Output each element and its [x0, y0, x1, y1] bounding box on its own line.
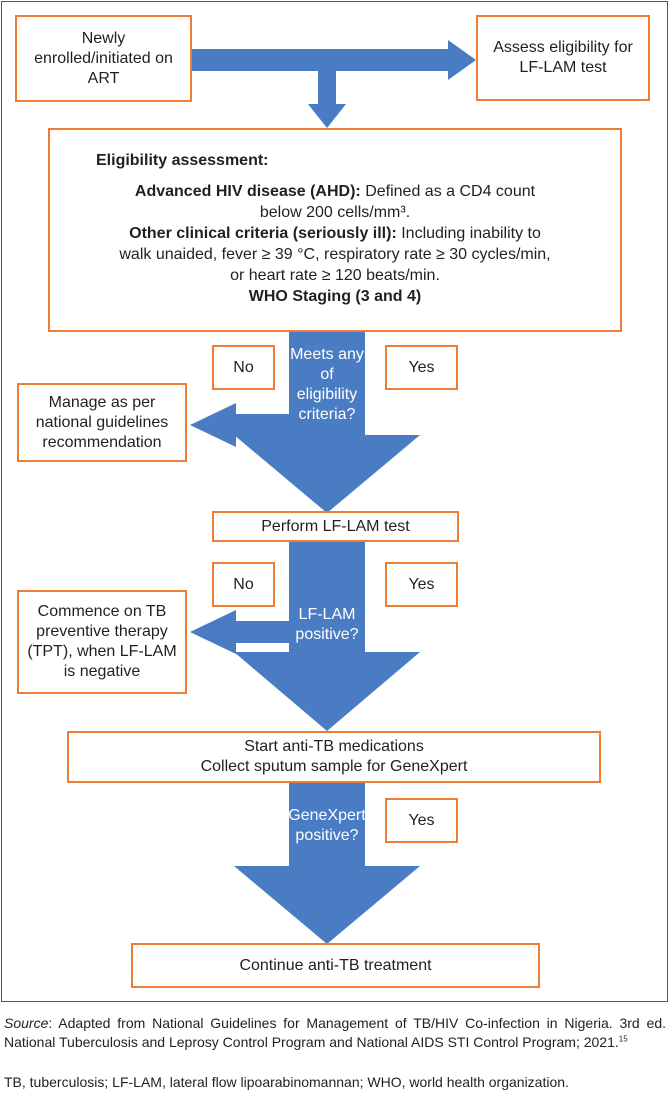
- ahd-text-1: Defined as a CD4 count: [360, 183, 536, 200]
- who-staging: WHO Staging (3 and 4): [248, 288, 422, 305]
- figure-frame: [1, 1, 668, 1002]
- arrow-to-tpt: [190, 610, 289, 654]
- yes-label-1: Yes: [385, 345, 458, 390]
- assess-eligibility-box: Assess eligibility for LF-LAM test: [476, 15, 650, 101]
- ahd-label: Advanced HIV disease (AHD):: [134, 183, 361, 200]
- arrow-to-manage: [190, 403, 289, 447]
- assess-eligibility-text: Assess eligibility for LF-LAM test: [493, 39, 633, 76]
- perform-lflam-box: Perform LF-LAM test: [212, 511, 459, 542]
- start-anti-tb-line-1: Start anti-TB medications: [244, 738, 424, 755]
- eligibility-assessment-box: Eligibility assessment: Advanced HIV dis…: [48, 128, 622, 332]
- perform-lflam-text: Perform LF-LAM test: [261, 517, 410, 535]
- no-label-2: No: [212, 562, 275, 607]
- decision-genexpert-positive: GeneXpert positive?: [288, 807, 366, 844]
- start-anti-tb-box: Start anti-TB medications Collect sputum…: [67, 731, 601, 783]
- decision-meets-criteria: Meets any of eligibility criteria?: [290, 346, 364, 423]
- other-criteria-label: Other clinical criteria (seriously ill):: [129, 225, 397, 242]
- continue-treatment-text: Continue anti-TB treatment: [239, 956, 432, 974]
- other-criteria-text-3: or heart rate ≥ 120 beats/min.: [230, 267, 440, 284]
- commence-tpt-box: Commence on TB preventive therapy (TPT),…: [17, 590, 187, 694]
- yes-label-3: Yes: [385, 798, 458, 843]
- other-criteria-text-1: Including inability to: [396, 225, 541, 242]
- commence-tpt-text: Commence on TB preventive therapy (TPT),…: [27, 603, 177, 680]
- source-note: Source: Adapted from National Guidelines…: [4, 1014, 666, 1052]
- start-anti-tb-line-2: Collect sputum sample for GeneXpert: [200, 758, 468, 775]
- eligibility-heading: Eligibility assessment:: [96, 152, 269, 169]
- manage-guidelines-text: Manage as per national guidelines recomm…: [35, 393, 169, 451]
- arrow-lflam-positive: [234, 540, 420, 731]
- yes-label-2: Yes: [385, 562, 458, 607]
- newly-enrolled-box: Newly enrolled/initiated on ART: [15, 15, 192, 102]
- newly-enrolled-text: Newly enrolled/initiated on ART: [34, 29, 173, 87]
- manage-guidelines-box: Manage as per national guidelines recomm…: [17, 383, 187, 462]
- arrow-genexpert-positive: [234, 783, 420, 944]
- ahd-text-2: below 200 cells/mm³.: [259, 204, 411, 221]
- continue-treatment-box: Continue anti-TB treatment: [131, 943, 540, 988]
- source-reference: 15: [618, 1034, 628, 1044]
- abbreviations-note: TB, tuberculosis; LF-LAM, lateral flow l…: [4, 1074, 569, 1090]
- arrow-meets-criteria: [234, 332, 420, 513]
- arrow-to-assess: [192, 40, 476, 80]
- source-label: Source: [4, 1015, 49, 1031]
- decision-lflam-positive: LF-LAM positive?: [295, 606, 359, 643]
- no-label-1: No: [212, 345, 275, 390]
- arrow-to-eligibility: [308, 71, 346, 128]
- source-text: : Adapted from National Guidelines for M…: [4, 1015, 666, 1050]
- other-criteria-text-2: walk unaided, fever ≥ 39 °C, respiratory…: [119, 246, 551, 263]
